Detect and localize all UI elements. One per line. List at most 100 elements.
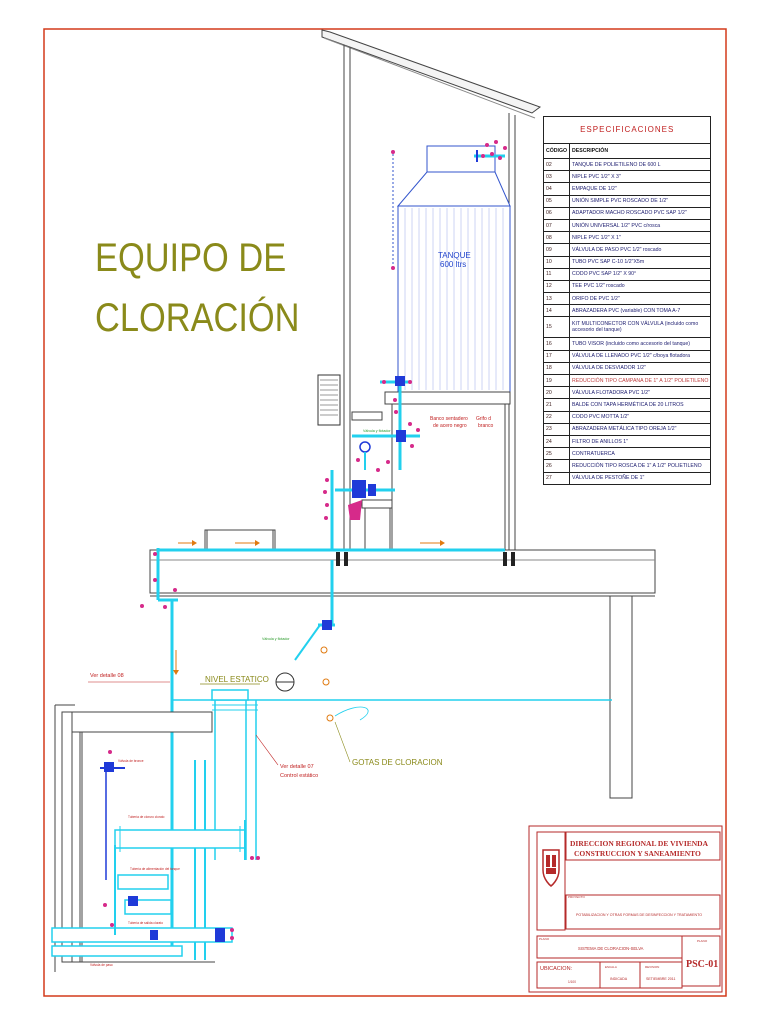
label-grifo-2: branco — [478, 423, 494, 429]
plano-text: SISTEMA DE CLORACION-SELVA — [578, 946, 644, 951]
ubicacion-label: UBICACION: — [540, 966, 573, 972]
float-valve: Válvula y flotador — [262, 560, 335, 722]
scale-value: 1/100 — [568, 980, 576, 984]
lower-piping: Válvula de bronce Tubería de cloruro clo… — [51, 750, 260, 967]
title-block-frame — [528, 825, 723, 993]
left-structure: Ver detalle 08 — [54, 673, 215, 972]
spec-row-description: UNIÓN SIMPLE PVC ROSCADO DE 1/2" — [569, 194, 712, 208]
fecha: SETIEMBRE 2011 — [646, 977, 676, 981]
tank-label-2: 600 ltrs — [440, 260, 466, 269]
label-tuberia-alim: Tubería de alimentación del tanque — [130, 867, 180, 871]
spec-row-code: 26 — [542, 459, 571, 473]
peru-emblem-icon — [542, 849, 560, 887]
spec-row-description: VÁLVULA DE LLENADO PVC 1/2" c/boya flota… — [569, 349, 712, 363]
label-banco: Banco sentadero — [430, 416, 468, 422]
label-gotas: GOTAS DE CLORACION — [352, 758, 443, 767]
spec-row-description: TANQUE DE POLIETILENO DE 600 L — [569, 157, 712, 172]
spec-row-code: 10 — [542, 255, 571, 269]
spec-row-description: VÁLVULA FLOTADORA PVC 1/2" — [569, 386, 712, 400]
spec-row-code: 17 — [542, 349, 571, 363]
spec-row-code: 04 — [542, 182, 571, 196]
spec-row-code: 21 — [542, 398, 571, 412]
label-ver-detalle-07: Ver detalle 07 — [280, 764, 314, 770]
spec-row-code: 03 — [542, 170, 571, 184]
spec-row-code: 27 — [542, 471, 571, 485]
spec-row-code: 02 — [542, 157, 571, 172]
spec-row-code: 08 — [542, 231, 571, 245]
plano-label: PLANO — [539, 937, 550, 941]
spec-row-description: ABRAZADERA PVC (variable) CON TOMA A-7 — [569, 304, 712, 318]
spec-row-description: ORIFO DE PVC 1/2" — [569, 292, 712, 306]
spec-row-description: VÁLVULA DE PESTOÑE DE 1" — [569, 471, 712, 485]
indicada: INDICADA — [610, 977, 628, 981]
tank-top-fittings — [391, 140, 507, 270]
label-banco-2: de acero negro — [433, 423, 467, 429]
spec-row-description: REDUCCIÓN TIPO ROSCA DE 1" A 1/2" POLIET… — [569, 459, 712, 473]
tank-label-1: TANQUE — [438, 251, 471, 260]
label-grifo: Grifo d — [476, 416, 491, 422]
spec-row-description: ADAPTADOR MACHO ROSCADO PVC SAP 1/2" — [569, 206, 712, 220]
control-panel — [317, 374, 341, 426]
chlorinator-assembly: Banco sentadero de acero negro Grifo d b… — [323, 376, 494, 550]
spec-col-code: CÓDIGO — [542, 143, 571, 159]
spec-row-description: KIT MULTICONECTOR CON VÁLVULA (incluido … — [569, 316, 712, 339]
spec-row-code: 12 — [542, 279, 571, 294]
spec-row-description: VÁLVULA DE DESVIADOR 1/2" — [569, 361, 712, 376]
revision-label: REVISION — [645, 965, 659, 969]
spec-table-heading: ESPECIFICACIONES — [542, 116, 712, 144]
sheet-border — [43, 28, 727, 997]
spec-row-description: CODO PVC SAP 1/2" X 90° — [569, 267, 712, 281]
proyecto-label: PROYECTO — [568, 895, 585, 899]
spec-row-code: 11 — [542, 267, 571, 281]
label-valvula-bronce: Válvula de bronce — [118, 759, 144, 763]
spec-row-description: NIPLE PVC 1/2" X 1" — [569, 231, 712, 245]
supply-pipe — [140, 540, 515, 955]
spec-row-code: 09 — [542, 243, 571, 257]
spec-row-description: CODO PVC MOTTA 1/2" — [569, 410, 712, 424]
spec-col-desc: DESCRIPCIÓN — [569, 143, 712, 159]
spec-row-description: VÁLVULA DE PASO PVC 1/2" roscado — [569, 243, 712, 257]
spec-row-code: 23 — [542, 422, 571, 436]
tank-stand — [351, 391, 511, 550]
spec-row-code: 22 — [542, 410, 571, 424]
spec-row-description: NIPLE PVC 1/2" X 3" — [569, 170, 712, 184]
spec-row-description: FILTRO DE ANILLOS 1" — [569, 434, 712, 449]
page-title: EQUIPO DE CLORACIÓN — [95, 228, 300, 348]
label-control-estatico: Control estático — [280, 773, 318, 779]
spec-row-description: TUBO VISOR (incluido como accesorio del … — [569, 337, 712, 351]
label-valvula-flotador-2: Válvula y flotador — [262, 637, 290, 641]
spec-row-code: 06 — [542, 206, 571, 220]
label-valvula-flotador: Válvula y flotador — [363, 429, 391, 433]
roof — [321, 29, 542, 119]
spec-row-description: UNIÓN UNIVERSAL 1/2" PVC c/rosca — [569, 218, 712, 233]
spec-row-code: 14 — [542, 304, 571, 318]
spec-row-description: TEE PVC 1/2" roscado — [569, 279, 712, 294]
label-valvula-paso: Válvula de paso — [90, 963, 113, 967]
org-line-1: DIRECCION REGIONAL DE VIVIENDA — [570, 839, 709, 848]
label-tuberia-salida: Tubería de salida clorato — [128, 921, 163, 925]
